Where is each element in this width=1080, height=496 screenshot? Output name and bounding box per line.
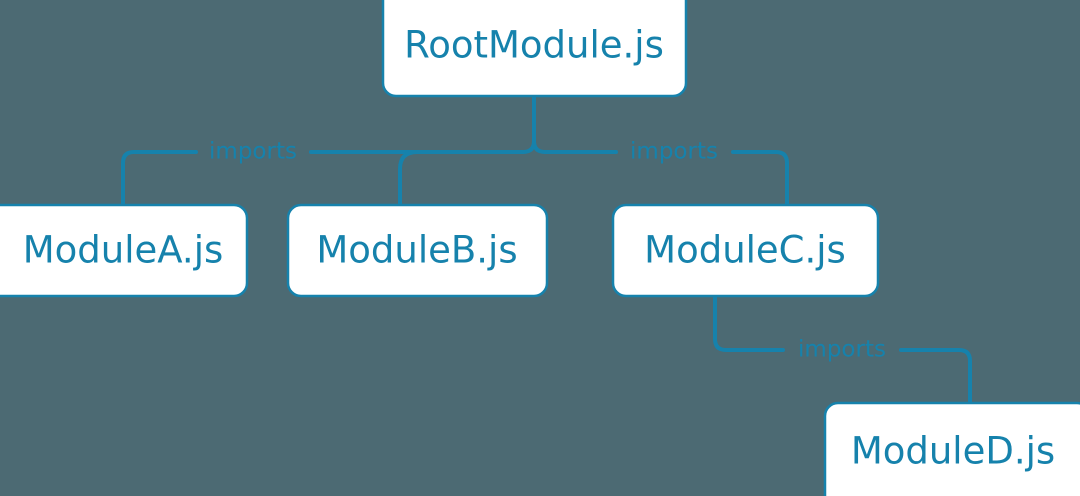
edge-layer — [121, 94, 972, 405]
node-module-d-label: ModuleD.js — [851, 430, 1055, 473]
node-module-d[interactable]: ModuleD.js — [823, 401, 1080, 496]
edge-moduleC-to-moduleD-down — [713, 294, 785, 352]
edge-root-to-moduleA-left-run — [121, 150, 198, 207]
edge-label-root-to-moduleA: imports — [209, 139, 297, 165]
node-module-c-label: ModuleC.js — [644, 229, 846, 272]
edge-moduleC-to-moduleD-across — [899, 348, 972, 405]
node-module-c[interactable]: ModuleC.js — [611, 203, 880, 298]
node-module-b[interactable]: ModuleB.js — [286, 203, 549, 298]
node-root-module[interactable]: RootModule.js — [381, 0, 688, 98]
node-module-d-box[interactable] — [823, 401, 1080, 496]
edge-root-stem-right — [532, 94, 547, 154]
edge-label-root-to-moduleC: imports — [630, 139, 718, 165]
node-module-b-box[interactable] — [286, 203, 549, 298]
node-module-b-label: ModuleB.js — [316, 229, 517, 272]
node-module-a-label: ModuleA.js — [23, 229, 224, 272]
edge-root-to-moduleC-right-run — [731, 150, 789, 207]
edge-label-moduleC-to-moduleD: imports — [798, 337, 886, 363]
edge-label-layer: imports imports imports — [209, 139, 886, 363]
node-module-a-box[interactable] — [0, 203, 249, 298]
node-root-module-label: RootModule.js — [404, 24, 664, 67]
node-root-module-box[interactable] — [381, 0, 688, 98]
node-module-c-box[interactable] — [611, 203, 880, 298]
node-module-a[interactable]: ModuleA.js — [0, 203, 249, 298]
edge-root-to-moduleB — [398, 150, 419, 207]
